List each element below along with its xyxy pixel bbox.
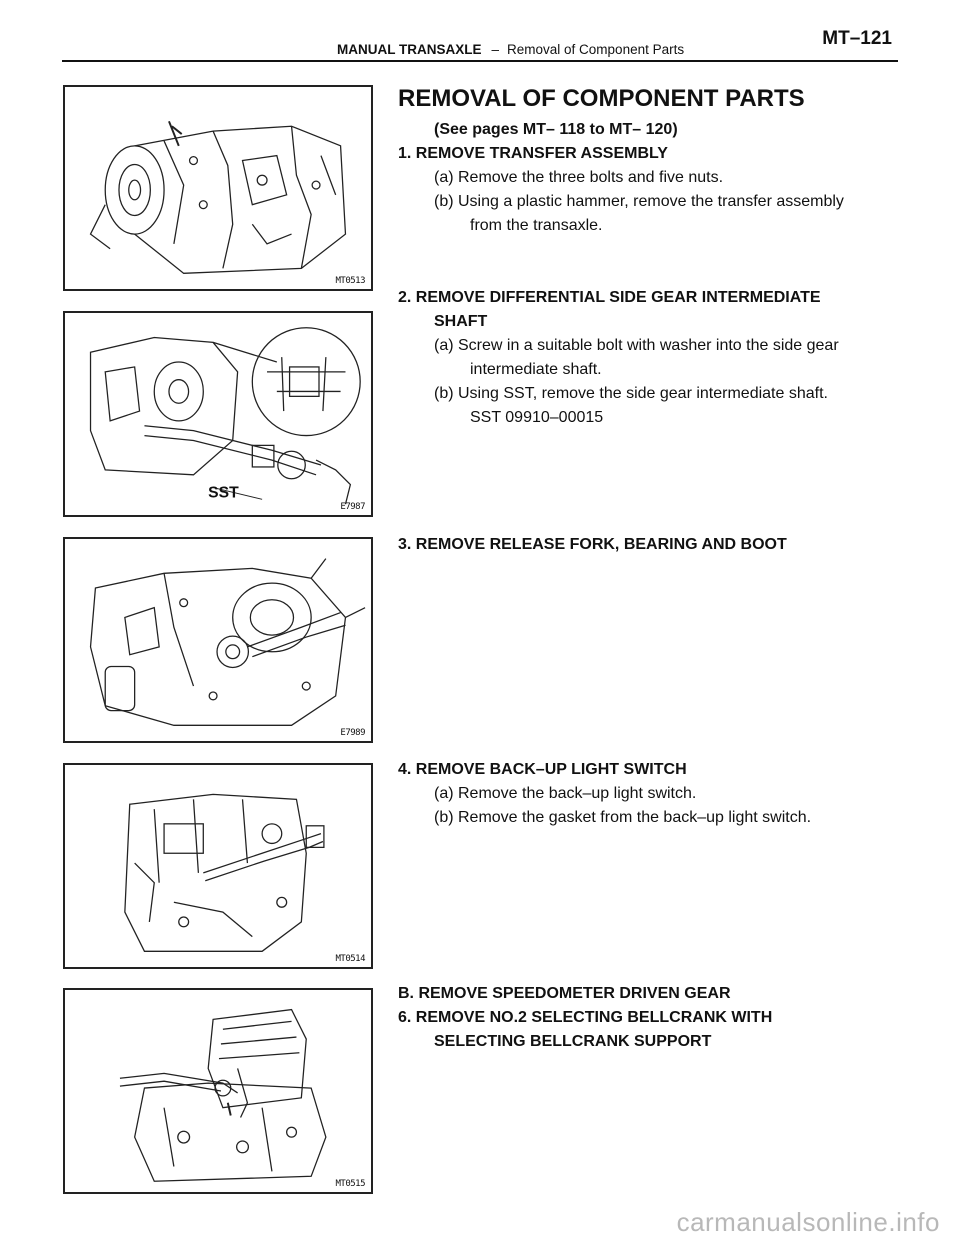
step-2-line-a-cont: intermediate shaft.	[470, 361, 602, 378]
header-subsection: Removal of Component Parts	[507, 42, 685, 57]
page-title: REMOVAL OF COMPONENT PARTS	[398, 85, 805, 112]
step-1-line-b-cont: from the transaxle.	[470, 217, 603, 234]
step-2: 2. REMOVE DIFFERENTIAL SIDE GEAR INTERME…	[398, 286, 839, 430]
sst-callout: SST	[208, 484, 239, 501]
backup-light-switch-illustration	[124, 793, 325, 952]
figure-side-gear-shaft: SST E7987	[63, 311, 373, 517]
running-header: MANUAL TRANSAXLE–Removal of Component Pa…	[337, 42, 684, 57]
step-1-line-a: (a) Remove the three bolts and five nuts…	[434, 169, 724, 186]
see-pages-note: (See pages MT– 118 to MT– 120)	[434, 121, 678, 138]
step-4-line-a: (a) Remove the back–up light switch.	[434, 785, 697, 802]
step-2-heading: 2. REMOVE DIFFERENTIAL SIDE GEAR INTERME…	[398, 289, 821, 306]
step-2-sst-number: SST 09910–00015	[470, 409, 604, 426]
step-3-heading: 3. REMOVE RELEASE FORK, BEARING AND BOOT	[398, 536, 787, 553]
step-6-heading-cont: SELECTING BELLCRANK SUPPORT	[434, 1033, 712, 1050]
watermark: carmanualsonline.info	[676, 1207, 940, 1237]
transfer-assembly-illustration	[89, 120, 347, 274]
figure-code: MT0515	[335, 1179, 365, 1189]
figure-code: E7987	[340, 502, 365, 512]
header-section: MANUAL TRANSAXLE	[337, 42, 482, 57]
step-1-line-b: (b) Using a plastic hammer, remove the t…	[434, 193, 844, 210]
bellcrank-illustration	[119, 1008, 327, 1182]
step-2-heading-cont: SHAFT	[434, 313, 488, 330]
figure-code: MT0514	[335, 954, 365, 964]
step-6-heading: 6. REMOVE NO.2 SELECTING BELLCRANK WITH	[398, 1009, 773, 1026]
step-2-line-b: (b) Using SST, remove the side gear inte…	[434, 385, 828, 402]
step-1-heading: 1. REMOVE TRANSFER ASSEMBLY	[398, 145, 668, 162]
step-2-line-a: (a) Screw in a suitable bolt with washer…	[434, 337, 839, 354]
page-number: MT–121	[822, 28, 892, 49]
release-fork-illustration	[89, 558, 366, 726]
figure-backup-light-switch: MT0514	[63, 763, 373, 969]
figure-bellcrank: MT0515	[63, 988, 373, 1194]
side-gear-shaft-illustration: SST	[89, 327, 361, 505]
step-4-heading: 4. REMOVE BACK–UP LIGHT SWITCH	[398, 761, 687, 778]
step-5-6: B. REMOVE SPEEDOMETER DRIVEN GEAR 6. REM…	[398, 982, 772, 1054]
figure-transfer-assembly: MT0513	[63, 85, 373, 291]
step-3: 3. REMOVE RELEASE FORK, BEARING AND BOOT	[398, 533, 787, 557]
figure-code: E7989	[340, 728, 365, 738]
figure-code: MT0513	[335, 276, 365, 286]
step-b-heading: B. REMOVE SPEEDOMETER DRIVEN GEAR	[398, 985, 731, 1002]
header-separator: –	[491, 42, 500, 57]
figure-release-fork: E7989	[63, 537, 373, 743]
step-4: 4. REMOVE BACK–UP LIGHT SWITCH (a) Remov…	[398, 758, 811, 830]
step-4-line-b: (b) Remove the gasket from the back–up l…	[434, 809, 812, 826]
section-intro: (See pages MT– 118 to MT– 120) 1. REMOVE…	[398, 118, 844, 238]
header-rule	[62, 60, 898, 62]
